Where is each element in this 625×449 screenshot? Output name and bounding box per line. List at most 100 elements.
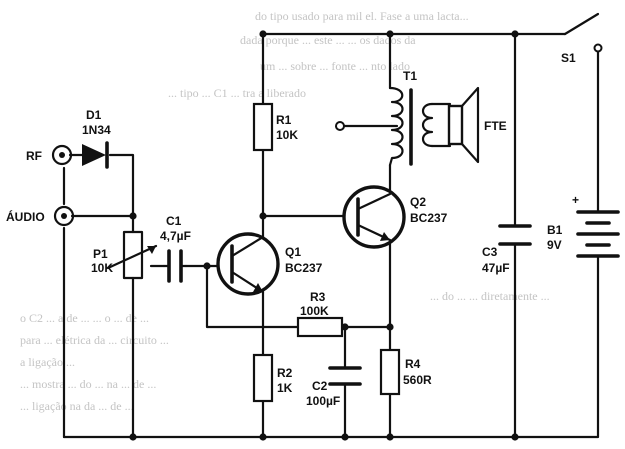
r1-body-icon — [252, 102, 274, 152]
background-text-line-4: ... tipo ... C1 ... tra a liberado — [168, 86, 306, 100]
capacitor-c3: C3 47µF — [482, 224, 532, 275]
t1-secondary-coil-icon — [421, 102, 434, 148]
r3-feedback-wire — [205, 264, 300, 329]
q2-collector-lead-icon — [356, 192, 392, 211]
q1-ref-label: Q1 — [285, 245, 301, 259]
q2-emitter-arrow-icon — [380, 232, 390, 241]
battery-plus-label: + — [572, 193, 579, 207]
background-text-line-1: do tipo usado para mil el. Fase a uma la… — [255, 9, 469, 23]
t1-primary-coil-icon — [388, 86, 404, 167]
capacitor-c2: C2 100µF — [306, 366, 362, 408]
speaker-cone-icon — [460, 86, 480, 164]
background-text-line-2: dada porque ... este ... ... os dados da — [240, 33, 416, 47]
q1-collector-lead-icon — [230, 235, 265, 258]
switch-lever-icon[interactable] — [563, 12, 600, 36]
q1-value-label: BC237 — [285, 261, 323, 275]
junction-dot — [386, 323, 394, 331]
junction-dot — [203, 262, 211, 270]
resistor-r1: R1 10K — [252, 102, 298, 152]
junction-dot — [341, 323, 349, 331]
p1-body-icon — [122, 230, 144, 280]
q1-emitter-arrow-icon — [253, 283, 263, 292]
junction-dot — [129, 212, 137, 220]
r4-ref-label: R4 — [405, 357, 421, 371]
c1-value-label: 4,7µF — [160, 229, 191, 243]
background-text-line-8: a ligação ... — [20, 355, 75, 369]
background-text-line-3: um ... sobre ... fonte ... nto lado — [260, 59, 410, 73]
transformer-t1: T1 — [335, 69, 452, 167]
r3-body-icon — [296, 316, 344, 338]
rf-jack-outer-icon — [51, 144, 73, 166]
transistor-q2: Q2 BC237 — [342, 185, 448, 249]
rf-jack-pin-icon — [59, 152, 65, 158]
r3-ref-label: R3 — [310, 290, 326, 304]
audio-jack: ÁUDIO — [6, 205, 75, 227]
p1-wiper-arrow-line-icon — [106, 244, 158, 270]
resistor-r3: R3 100K — [296, 290, 344, 338]
r2-ref-label: R2 — [277, 366, 293, 380]
audio-jack-outer-icon — [53, 205, 75, 227]
speaker-fte: FTE — [447, 86, 507, 164]
t1-ref-label: T1 — [403, 69, 417, 83]
background-text: do tipo usado para mil el. Fase a uma la… — [20, 9, 550, 413]
c3-value-label: 47µF — [482, 261, 510, 275]
t1-tap-terminal-icon — [335, 121, 345, 131]
q2-ref-label: Q2 — [410, 195, 426, 209]
d1-value-label: 1N34 — [82, 123, 111, 137]
junction-dot — [511, 433, 519, 441]
junction-dot — [511, 30, 519, 38]
ground-rail-wire — [62, 254, 600, 439]
background-text-line-6: o C2 ... a de ... ... o ... de ... — [20, 311, 149, 325]
fte-label: FTE — [484, 119, 507, 133]
b1-value-label: 9V — [547, 238, 562, 252]
q2-envelope-icon — [342, 185, 406, 249]
switch-contact-icon — [593, 43, 603, 53]
diode-symbol-icon — [82, 144, 106, 166]
r4-value-label: 560R — [403, 373, 432, 387]
s1-ref-label: S1 — [561, 51, 576, 65]
q2-value-label: BC237 — [410, 211, 448, 225]
c1-ref-label: C1 — [166, 214, 182, 228]
rf-label: RF — [26, 149, 42, 163]
junction-dots — [129, 30, 519, 441]
rf-jack: RF — [26, 144, 73, 166]
capacitor-c1: C1 4,7µF — [160, 214, 191, 283]
junction-dot — [259, 212, 267, 220]
r1-ref-label: R1 — [276, 113, 292, 127]
c3-ref-label: C3 — [482, 245, 498, 259]
switch-s1[interactable]: S1 — [561, 12, 603, 65]
audio-to-p1-wire — [70, 214, 135, 234]
background-text-line-10: ... ligação na da ... de ... — [20, 399, 134, 413]
audio-label: ÁUDIO — [6, 209, 45, 224]
p1-wiper-arrowhead-icon — [147, 246, 156, 254]
q1-envelope-icon — [216, 232, 280, 296]
resistor-r2: R2 1K — [252, 353, 293, 403]
potentiometer-p1: P1 10K — [91, 230, 158, 280]
background-text-line-5: ... do ... ... diretamente ... — [430, 289, 550, 303]
background-text-line-7: para ... elétrica da ... circuito ... — [20, 333, 169, 347]
diode-to-node-wire — [108, 153, 135, 218]
transistor-q1: Q1 BC237 — [216, 232, 323, 296]
audio-jack-pin-icon — [61, 213, 67, 219]
junction-dot — [386, 30, 394, 38]
background-text-line-9: ... mostra ... do ... na ... de ... — [20, 377, 156, 391]
r1-value-label: 10K — [276, 128, 298, 142]
diode-d1: D1 1N34 — [82, 108, 111, 169]
p1-value-label: 10K — [91, 261, 113, 275]
junction-dot — [386, 433, 394, 441]
t1-secondary-leads-icon — [430, 102, 452, 148]
c2-value-label: 100µF — [306, 394, 340, 408]
r2-body-icon — [252, 353, 274, 403]
resistor-r4: R4 560R — [379, 348, 432, 396]
b1-ref-label: B1 — [547, 223, 563, 237]
junction-dot — [259, 433, 267, 441]
junction-dot — [129, 433, 137, 441]
c2-ref-label: C2 — [312, 379, 328, 393]
battery-b1: + B1 9V — [547, 193, 620, 258]
r3-value-label: 100K — [300, 304, 329, 318]
p1-ref-label: P1 — [93, 247, 108, 261]
d1-ref-label: D1 — [86, 108, 102, 122]
junction-dot — [341, 433, 349, 441]
